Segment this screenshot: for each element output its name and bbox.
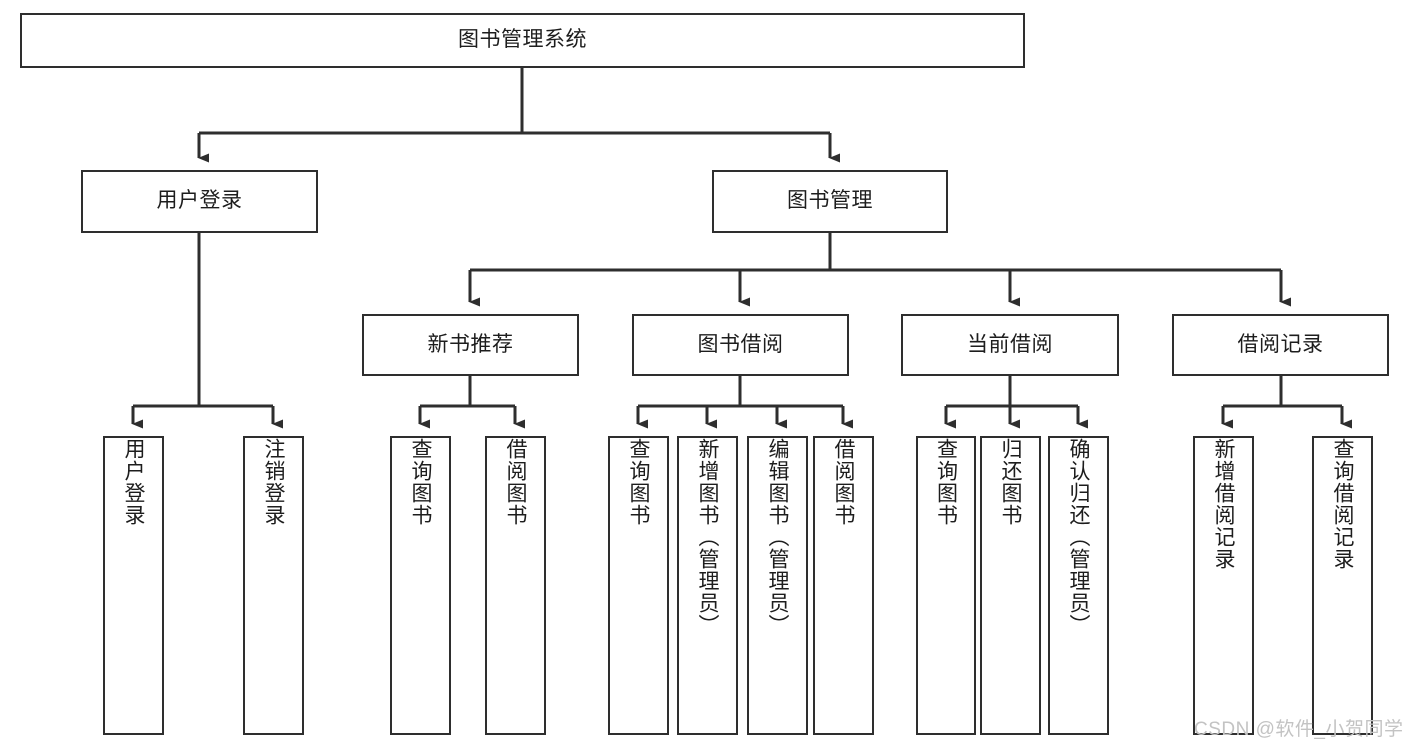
leaf-add-borrow-record[interactable]: 新增借阅记录 [1193, 436, 1254, 735]
leaf-confirm-return-admin-label: 确认归还（管理员） [1067, 438, 1090, 636]
node-borrow-record[interactable]: 借阅记录 [1172, 314, 1389, 376]
leaf-logout[interactable]: 注销登录 [243, 436, 304, 735]
leaf-query-book-current-label: 查询图书 [934, 438, 958, 526]
node-borrow-record-label: 借阅记录 [1237, 332, 1324, 356]
leaf-edit-book-admin-label: 编辑图书（管理员） [766, 438, 789, 636]
leaf-user-login[interactable]: 用户登录 [103, 436, 164, 735]
leaf-query-book-current[interactable]: 查询图书 [916, 436, 976, 735]
node-root-label: 图书管理系统 [458, 28, 587, 52]
node-user-login-label: 用户登录 [156, 189, 243, 213]
leaf-borrow-book[interactable]: 借阅图书 [813, 436, 874, 735]
leaf-logout-label: 注销登录 [262, 438, 285, 526]
node-root[interactable]: 图书管理系统 [20, 13, 1025, 68]
node-book-management-label: 图书管理 [787, 189, 873, 213]
node-book-management[interactable]: 图书管理 [712, 170, 948, 233]
node-new-book-recommend-label: 新书推荐 [427, 332, 514, 356]
node-book-borrow-label: 图书借阅 [697, 332, 784, 356]
leaf-borrow-book-newrec[interactable]: 借阅图书 [485, 436, 546, 735]
leaf-query-book-borrow-label: 查询图书 [627, 438, 650, 526]
node-current-borrow-label: 当前借阅 [967, 332, 1053, 356]
leaf-edit-book-admin[interactable]: 编辑图书（管理员） [747, 436, 808, 735]
leaf-return-book-label: 归还图书 [999, 438, 1022, 526]
leaf-query-book-newrec[interactable]: 查询图书 [390, 436, 451, 735]
node-book-borrow[interactable]: 图书借阅 [632, 314, 849, 376]
leaf-add-borrow-record-label: 新增借阅记录 [1212, 438, 1235, 570]
node-user-login[interactable]: 用户登录 [81, 170, 318, 233]
leaf-return-book[interactable]: 归还图书 [980, 436, 1041, 735]
leaf-query-book-borrow[interactable]: 查询图书 [608, 436, 669, 735]
leaf-query-borrow-record[interactable]: 查询借阅记录 [1312, 436, 1373, 735]
leaf-add-book-admin[interactable]: 新增图书（管理员） [677, 436, 738, 735]
leaf-borrow-book-newrec-label: 借阅图书 [504, 438, 527, 526]
leaf-query-borrow-record-label: 查询借阅记录 [1331, 438, 1354, 570]
node-current-borrow[interactable]: 当前借阅 [901, 314, 1119, 376]
leaf-borrow-book-label: 借阅图书 [832, 438, 855, 526]
leaf-add-book-admin-label: 新增图书（管理员） [696, 438, 719, 636]
node-new-book-recommend[interactable]: 新书推荐 [362, 314, 579, 376]
leaf-confirm-return-admin[interactable]: 确认归还（管理员） [1048, 436, 1109, 735]
leaf-query-book-newrec-label: 查询图书 [409, 438, 432, 526]
leaf-user-login-label: 用户登录 [122, 438, 145, 526]
